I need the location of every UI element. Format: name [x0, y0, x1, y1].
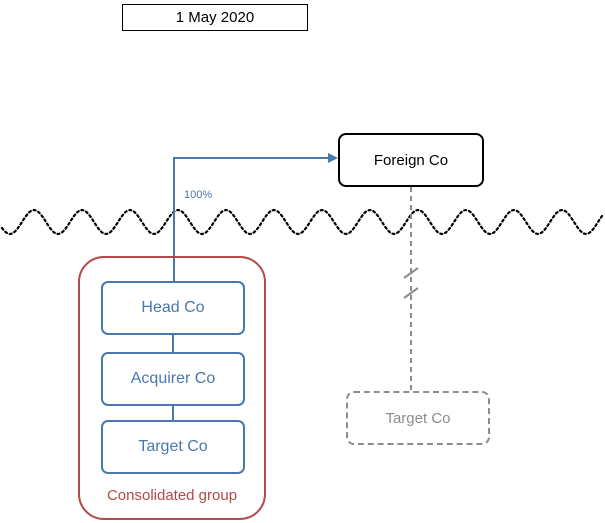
break-mark — [403, 287, 419, 299]
target-co-node: Target Co — [101, 420, 245, 474]
consolidated-group-container — [78, 256, 266, 520]
acquirer-co-node: Acquirer Co — [101, 352, 245, 406]
target-co-dashed-label: Target Co — [385, 409, 451, 427]
head-co-node: Head Co — [101, 281, 245, 335]
foreign-co-label: Foreign Co — [373, 151, 449, 169]
ownership-arrow — [173, 153, 338, 281]
date-label: 1 May 2020 — [122, 4, 308, 31]
border-line — [0, 208, 604, 236]
ownership-percentage: 100% — [184, 189, 213, 201]
head-co-label: Head Co — [141, 299, 205, 316]
target-co-label: Target Co — [138, 438, 208, 455]
acquirer-co-label: Acquirer Co — [130, 370, 216, 387]
foreign-co-node: Foreign Co — [338, 133, 484, 187]
consolidated-group-label: Consolidated group — [106, 487, 238, 504]
target-co-dashed-node: Target Co — [346, 391, 490, 445]
break-mark — [403, 267, 419, 279]
